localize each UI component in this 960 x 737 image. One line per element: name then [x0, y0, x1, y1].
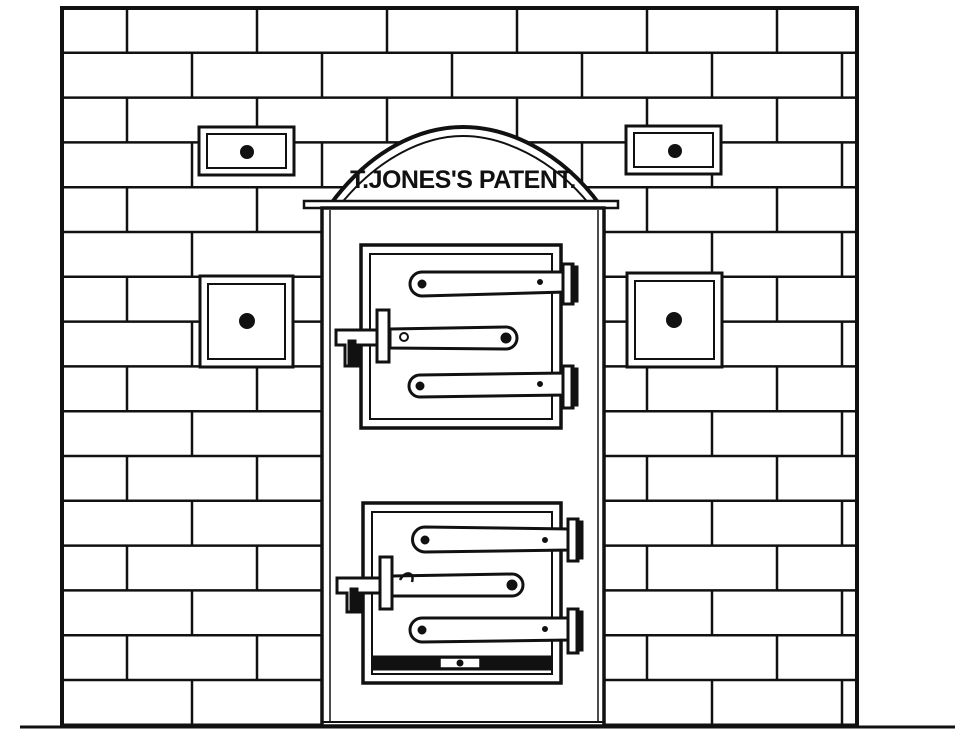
vent-knob-icon [668, 144, 682, 158]
hinge-strap-icon [408, 262, 579, 306]
square-vent-top-left [197, 125, 296, 177]
patent-plate-text: T.JONES'S PATENT. [350, 166, 576, 194]
vent-knob-icon [239, 313, 255, 329]
vent-knob-icon [666, 312, 682, 328]
square-vent-top-right [624, 124, 723, 176]
door-latch-icon [334, 308, 519, 368]
furnace-door-upper [334, 243, 579, 430]
hinge-strap-icon [407, 364, 579, 410]
door-latch-icon [335, 555, 525, 614]
vent-knob-icon [240, 145, 254, 159]
hinge-strap-icon [411, 517, 584, 563]
furnace-door-lower [335, 501, 584, 685]
square-vent-mid-right [625, 271, 724, 369]
hinge-strap-icon [408, 607, 584, 655]
square-vent-mid-left [198, 274, 295, 369]
